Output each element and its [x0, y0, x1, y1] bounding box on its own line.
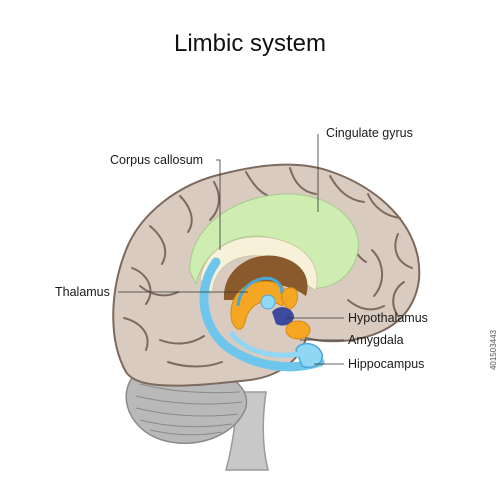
cerebellum-folia — [135, 383, 243, 436]
mammillary-shape — [281, 287, 299, 311]
thalamus-curl — [236, 276, 284, 307]
hypothalamus-shape — [272, 307, 294, 326]
callout-corpus — [216, 159, 221, 250]
hippocampus-shape — [295, 342, 323, 368]
amygdala-shape — [285, 320, 311, 340]
pineal-circle — [260, 294, 276, 310]
cingulate-gyrus-shape — [189, 193, 359, 289]
diagram-title: Limbic system — [173, 30, 327, 57]
label-cingulate-gyrus: Cingulate gyrus — [326, 126, 413, 140]
fornix-arc — [199, 257, 325, 372]
label-corpus-callosum: Corpus callosum — [110, 153, 204, 167]
label-thalamus: Thalamus — [55, 285, 110, 299]
callout-lines — [118, 134, 344, 365]
hippocampus-arc — [229, 331, 303, 358]
stock-id: 401503443 — [489, 330, 498, 371]
corpus-callosum-shape — [199, 236, 318, 296]
label-hypothalamus: Hypothalamus — [348, 311, 428, 325]
label-hippocampus: Hippocampus — [348, 357, 425, 371]
label-amygdala: Amygdala — [348, 333, 404, 347]
